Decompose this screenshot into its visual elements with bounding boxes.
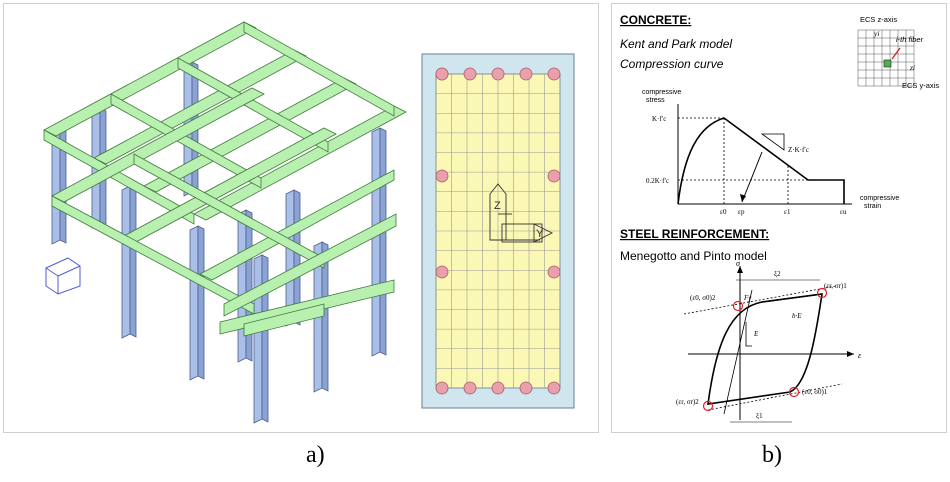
rebar-circle — [547, 381, 561, 395]
epsilon-label: ε — [858, 351, 862, 360]
column — [371, 127, 381, 357]
point-marker — [732, 300, 744, 312]
fiber-arrow — [891, 47, 901, 60]
rebar-circle — [547, 169, 561, 183]
column — [379, 127, 387, 356]
z-axis-label: Z — [494, 200, 501, 212]
steel-model-name: Menegotto and Pinto model — [620, 249, 767, 263]
frame-model-panel: Z Y — [3, 3, 599, 433]
rebar-circle — [491, 67, 505, 81]
concrete-curve-plot: compressive stress compressive strain K·… — [642, 89, 899, 216]
column — [253, 254, 263, 424]
concrete-y-label-1: compressive — [642, 89, 681, 96]
rebar-layout — [435, 67, 561, 395]
point-top-left-label: (ε0, σ0)2 — [690, 294, 716, 302]
y-axis-label: Y — [536, 228, 544, 240]
ith-fiber-label: i-th fiber — [896, 35, 924, 44]
material-models-figure: CONCRETE: Kent and Park model Compressio… — [620, 13, 939, 423]
column — [321, 241, 329, 392]
frame-model-figure: Z Y — [43, 21, 575, 424]
beam — [43, 129, 195, 225]
rebar-circle — [463, 67, 477, 81]
rebar-circle — [435, 169, 449, 183]
beam — [243, 21, 395, 117]
rebar-circle — [547, 67, 561, 81]
strain-tick-ep: εp — [738, 208, 745, 216]
caption-b: b) — [762, 442, 782, 468]
xi2-label: ξ2 — [774, 270, 781, 278]
ith-fiber-marker — [883, 59, 892, 68]
concrete-curve-name: Compression curve — [620, 57, 724, 71]
kent-park-curve — [677, 117, 845, 205]
point-bottom-right-label: (ε0, σ0)1 — [802, 388, 828, 396]
material-models-panel: CONCRETE: Kent and Park model Compressio… — [611, 3, 947, 433]
column — [189, 225, 199, 381]
rebar-circle — [547, 265, 561, 279]
rebar-circle — [435, 265, 449, 279]
slope-label: Z·K·f′c — [788, 146, 809, 154]
steel-heading: STEEL REINFORCEMENT: — [620, 227, 769, 241]
column — [197, 225, 205, 380]
fy-label: Fy — [743, 294, 752, 302]
rebar-circle — [519, 381, 533, 395]
strain-tick-e0: ε0 — [720, 208, 727, 216]
beam — [43, 21, 257, 137]
column — [245, 209, 253, 362]
beams — [43, 21, 407, 337]
zi-label: zi — [909, 63, 915, 72]
concrete-model-name: Kent and Park model — [620, 37, 732, 51]
E-label: E — [753, 330, 759, 338]
concrete-x-label-2: strain — [864, 203, 881, 210]
beam — [243, 303, 325, 337]
beam — [51, 195, 255, 315]
beam — [133, 153, 325, 269]
fiber-grid — [436, 74, 560, 388]
rebar-circle — [491, 381, 505, 395]
column — [237, 209, 247, 363]
point-bottom-left-label: (εr, σr)2 — [676, 398, 699, 406]
peak-stress-label: K·f′c — [652, 115, 666, 123]
xi1-label: ξ1 — [756, 412, 763, 420]
strain-tick-eu: εu — [840, 208, 847, 216]
sigma-label: σ — [736, 259, 741, 268]
column — [129, 185, 137, 338]
cross-section: Z Y — [421, 53, 575, 409]
steel-curve-plot: σ ε ξ2 ξ1 Fy b·E E (εr, σr)1 (ε0, σ0)2 (… — [676, 259, 862, 423]
residual-stress-label: 0.2K·f′c — [646, 177, 669, 185]
column — [121, 185, 131, 339]
rebar-circle — [519, 67, 533, 81]
local-axes-icon — [489, 183, 554, 243]
point-marker — [816, 287, 828, 299]
strain-tick-e1: ε1 — [784, 208, 791, 216]
yi-label: yi — [873, 29, 879, 38]
concrete-y-label-2: stress — [646, 97, 665, 104]
column — [261, 254, 269, 423]
bE-label: b·E — [792, 312, 802, 320]
rebar-circle — [435, 67, 449, 81]
concrete-heading: CONCRETE: — [620, 13, 691, 27]
point-marker — [702, 400, 714, 412]
beam — [110, 93, 262, 189]
footing-sketch — [45, 257, 81, 295]
point-top-right-label: (εr, σr)1 — [824, 282, 847, 290]
concrete-x-label-1: compressive — [860, 195, 899, 202]
rebar-circle — [435, 381, 449, 395]
point-marker — [788, 386, 800, 398]
beam — [177, 57, 329, 153]
ecs-z-axis-label: ECS z-axis — [860, 15, 897, 24]
ecs-fiber-grid: ECS z-axis i-th fiber ECS y-axis yi zi — [857, 15, 939, 90]
caption-a: a) — [306, 442, 325, 468]
rebar-circle — [463, 381, 477, 395]
beam — [199, 169, 395, 281]
beam — [223, 213, 397, 317]
ecs-y-axis-label: ECS y-axis — [902, 81, 939, 90]
